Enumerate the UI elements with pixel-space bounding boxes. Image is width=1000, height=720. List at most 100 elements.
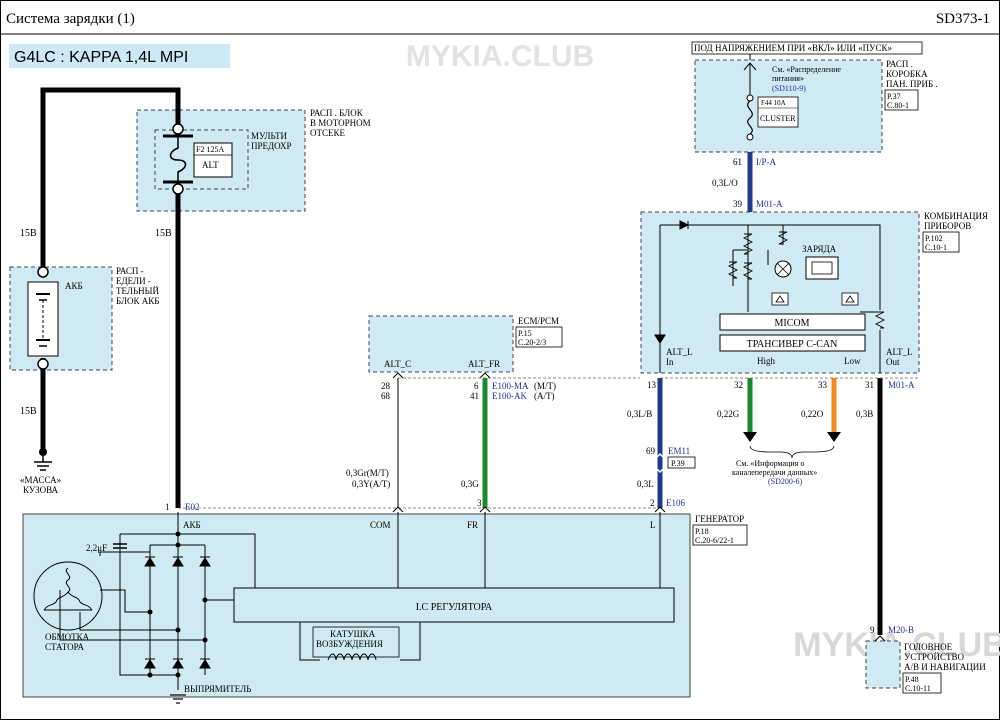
head-unit-conn: M20-B [888,625,914,635]
head-unit-label-3: А/В И НАВИГАЦИИ [904,662,986,672]
cluster-pin-33: 33 [818,380,828,390]
rectifier-label: ВЫПРЯМИТЕЛЬ [184,684,251,694]
em11-ref: P.39 [671,459,685,468]
cluster-conn-31: M01-A [888,380,915,390]
generator-internal-wiring [59,512,661,690]
engine-box-label-1: РАСП . БЛОК [310,108,364,118]
em11-pin: 69 [646,446,656,456]
resistor-icon [742,233,754,255]
power-label: ПОД НАПРЯЖЕНИЕМ ПРИ «ВКЛ» ИЛИ «ПУСК» [694,43,892,53]
can-see-2: каналепередачи данных» [732,468,817,477]
ip-see-1: См. «Распределение [772,65,841,74]
engine-fuse-rating: F2 125A [196,145,224,154]
coil-icon [327,653,377,661]
battery-box-label-1: РАСП - [116,266,144,276]
alt-l-in-1: ALT_L [666,347,693,357]
multifuse-label-1: МУЛЬТИ [251,131,287,141]
gen-l: L [650,520,656,530]
capacitor-icon [113,543,127,549]
rectifier-ground-icon [170,694,186,704]
can-see-1: См. «Информация о [736,459,804,468]
generator-ref-2: C.20-6/22-1 [695,536,734,545]
cluster-pin-13: 13 [647,380,657,390]
ip-conn-61: I/P-A [756,157,777,167]
wire-15b-ground: 15B [20,406,37,417]
ecm-pin-alt-c: ALT_C [384,359,411,369]
ecm-conn-fr-1: E100-MA [492,381,529,391]
field-label-1: КАТУШКА [330,629,376,639]
ip-pin-39: 39 [733,199,743,209]
alt-l-out-1: ALT_L [886,347,913,357]
head-unit-ref-1: P.48 [905,675,919,684]
ecm-fr-pin-2: 41 [470,391,479,401]
head-unit-pin: 9 [870,625,875,635]
diode-icon [144,556,211,669]
battery-main-wire [40,87,181,508]
ecm-fr-pin-1: 6 [474,381,479,391]
ip-box-ref-1: P.37 [887,92,901,101]
charge-battery-icon [811,261,833,275]
ground-icon [34,455,52,471]
gen-conn-e106: E106 [666,498,685,508]
stator-circle [33,561,103,631]
fuse-icon [169,136,187,182]
wire-15b-right: 15B [155,228,172,239]
micom-block [719,313,866,331]
page-title: Система зарядки (1) [6,11,135,27]
can-high: High [757,356,776,366]
ip-pin-61: 61 [733,157,742,167]
multifuse-label-2: ПРЕДОХР [251,141,291,151]
cluster-pin-32: 32 [734,380,743,390]
micom-label: MICOM [774,318,809,329]
transceiver-block [719,334,866,352]
engine-fuse-name: ALT [202,160,219,170]
transceiver-label: ТРАНСИВЕР C-CAN [747,339,838,350]
engine-box-label-3: ОТСЕКЕ [310,128,346,138]
battery-box-label-2: ЕДЕЛИ - [116,276,151,286]
cluster-pin-31: 31 [865,380,874,390]
stator-label-2: СТАТОРА [45,642,84,652]
cluster-ref-1: P.102 [925,234,943,243]
ip-box-label-1: РАСП . [886,59,913,69]
ecm-box [368,315,514,373]
ip-box-ref-2: C.80-1 [887,101,909,110]
gen-pin-2: 2 [650,498,655,508]
wire-32-label: 0,22G [717,409,740,419]
fuse-terminal-bottom [172,183,184,195]
battery-icon [27,281,59,357]
watermark-top: MYKIA.CLUB [406,40,594,73]
ip-box-label-3: ПАН. ПРИБ . [886,79,938,89]
cluster-ref-2: C.10-1 [925,243,947,252]
gen-pin-1: 1 [165,502,170,512]
ecm-conn-fr-note-2: (A/T) [534,391,555,401]
battery-box [9,266,113,371]
cluster-label-1: КОМБИНАЦИЯ [924,211,988,221]
model-label: G4LC : KAPPA 1,4L MPI [14,49,188,66]
engine-box-label-2: В МОТОРНОМ [310,118,371,128]
ip-conn-39: M01-A [756,199,783,209]
ecm-ref-1: P.15 [518,329,532,338]
stator-coil-icon [43,567,93,611]
gen-akb: АКБ [183,520,201,530]
generator-label: ГЕНЕРАТОР [695,514,744,524]
cap-label: 2,2μF [86,543,107,553]
battery-name: АКБ [65,281,83,291]
field-label-2: ВОЗБУЖДЕНИЯ [316,639,383,649]
ip-see-ref: (SD110-9) [772,84,806,93]
wire-15b-left: 15B [20,228,37,239]
ecm-label: ECM/PCM [518,316,559,326]
ecm-ref-2: C.20-2/3 [518,338,546,347]
head-unit-ref-2: C.10-11 [905,684,931,693]
page-code: SD373-1 [936,11,990,27]
ip-see-2: питания» [772,74,804,83]
can-see-ref: (SD200-6) [768,477,803,486]
ip-fuse-icon [747,100,753,135]
head-unit-label-2: УСТРОЙСТВО [904,652,964,662]
wire-33-label: 0,22O [801,409,824,419]
regulator-label: I.C РЕГУЛЯТОРА [416,602,493,613]
ip-fuse-rating: F44 10A [761,99,786,107]
generator-ref-1: P.18 [695,527,709,536]
ground-label-1: «МАССА» [20,475,61,485]
ecm-conn-fr-note-1: (M/T) [534,381,556,391]
